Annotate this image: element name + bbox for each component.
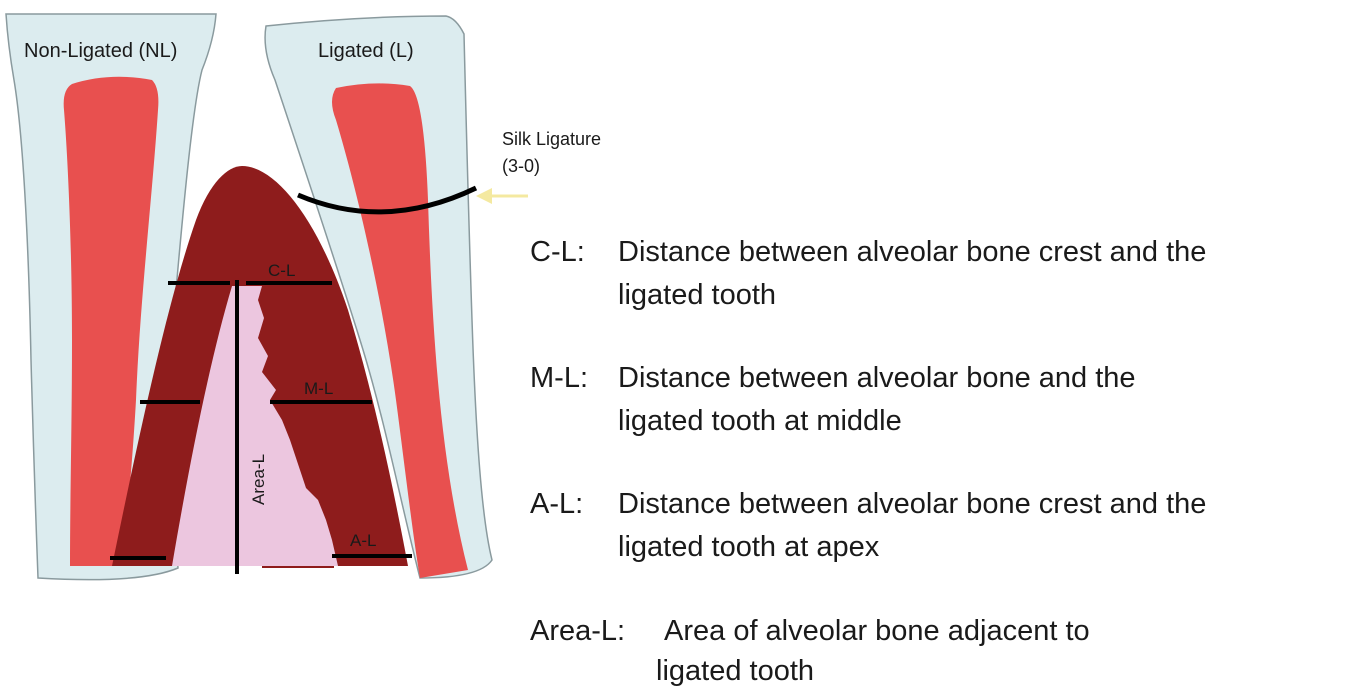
- definition-ml: M-L: Distance between alveolar bone and …: [530, 359, 1340, 439]
- definition-text: Distance between alveolar bone crest and…: [618, 485, 1206, 523]
- label-ml: M-L: [304, 379, 333, 398]
- label-cl: C-L: [268, 261, 295, 280]
- definition-text: Area of alveolar bone adjacent to: [664, 612, 1090, 650]
- label-silk-ligature: Silk Ligature: [502, 129, 601, 149]
- label-area-l: Area-L: [249, 454, 268, 505]
- label-al: A-L: [350, 531, 376, 550]
- definition-cl: C-L: Distance between alveolar bone cres…: [530, 233, 1340, 313]
- label-ligated: Ligated (L): [318, 40, 414, 62]
- definition-code: Area-L:: [530, 612, 625, 650]
- definition-code: M-L:: [530, 359, 588, 397]
- definition-text-cont: ligated tooth: [656, 652, 814, 690]
- definition-area-l: Area-L: Area of alveolar bone adjacent t…: [530, 612, 1340, 692]
- definition-text-cont: ligated tooth: [618, 276, 776, 314]
- definition-text: Distance between alveolar bone crest and…: [618, 233, 1206, 271]
- definition-text: Distance between alveolar bone and the: [618, 359, 1136, 397]
- arrow-head-icon: [476, 188, 492, 204]
- definition-text-cont: ligated tooth at apex: [618, 528, 879, 566]
- definition-code: C-L:: [530, 233, 585, 271]
- label-silk-ligature-size: (3-0): [502, 156, 540, 176]
- label-non-ligated: Non-Ligated (NL): [24, 40, 177, 62]
- definition-text-cont: ligated tooth at middle: [618, 402, 902, 440]
- definition-al: A-L: Distance between alveolar bone cres…: [530, 485, 1340, 565]
- definition-code: A-L:: [530, 485, 583, 523]
